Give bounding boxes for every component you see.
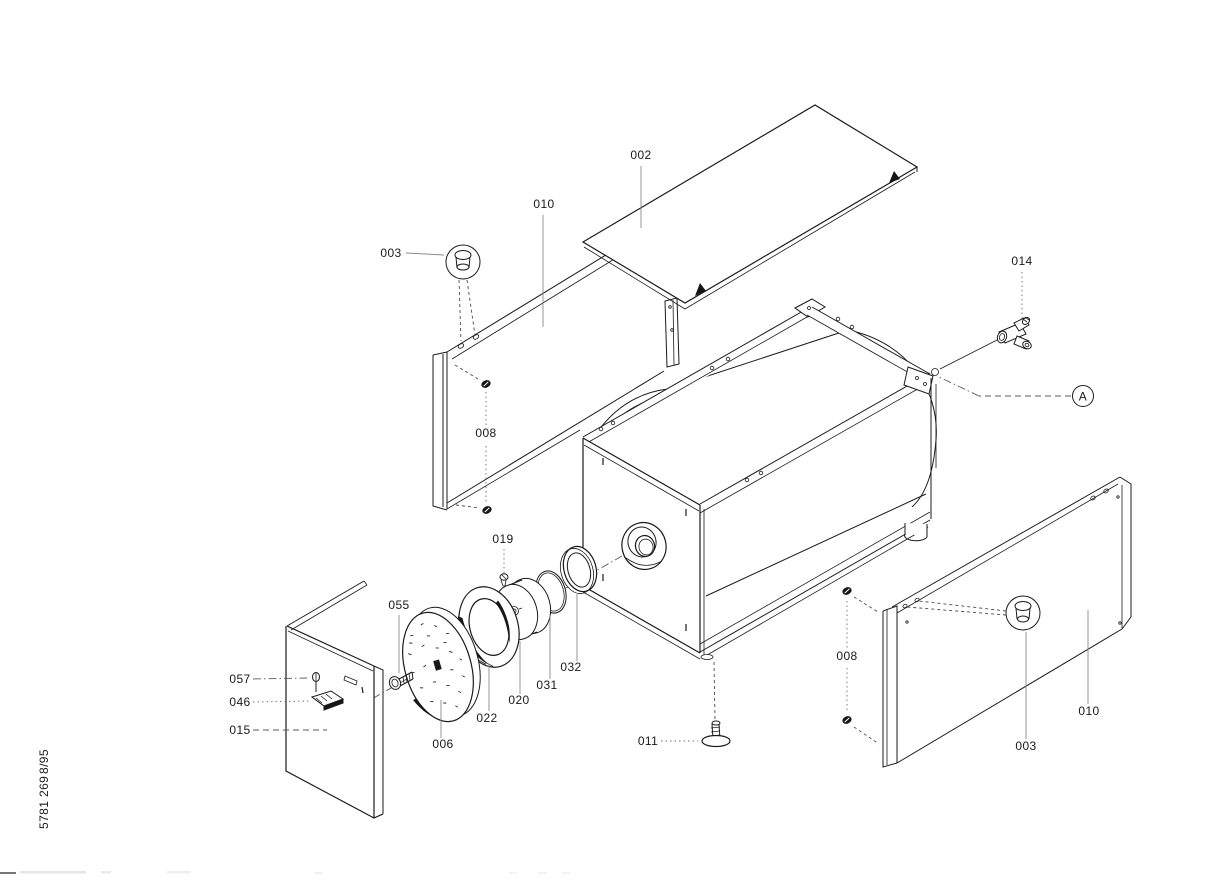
callouts: 002 010 003 008 014 019 055 057 046 015 … bbox=[229, 148, 1099, 753]
callout-057: 057 bbox=[229, 672, 250, 686]
blower-wheel-006 bbox=[402, 606, 481, 723]
frame-drum-assembly bbox=[582, 297, 939, 722]
detail-a-label: A bbox=[1079, 390, 1087, 404]
fitting-014 bbox=[939, 316, 1032, 370]
lid-tab-arrow bbox=[695, 283, 706, 296]
callout-022: 022 bbox=[476, 711, 497, 725]
screw-055 bbox=[388, 671, 414, 690]
callout-010-right: 010 bbox=[1078, 704, 1099, 718]
rail-bottom-right bbox=[699, 511, 931, 659]
callout-031: 031 bbox=[536, 678, 557, 692]
rail-rear-end bbox=[806, 306, 931, 383]
blower-parts bbox=[369, 545, 623, 723]
ring-032 bbox=[559, 545, 598, 594]
fasteners-008-left bbox=[454, 364, 492, 514]
bracket-046 bbox=[310, 690, 345, 711]
panel-right-010 bbox=[882, 476, 1132, 768]
callout-055: 055 bbox=[388, 598, 409, 612]
bracket-rear-right bbox=[903, 366, 939, 519]
callout-019: 019 bbox=[492, 532, 513, 546]
callout-003-right: 003 bbox=[1015, 739, 1036, 753]
callout-015: 015 bbox=[229, 723, 250, 737]
blower-port bbox=[621, 521, 667, 571]
fasteners-008-right bbox=[842, 587, 880, 745]
rail-top-right bbox=[699, 372, 931, 514]
panel-front-015 bbox=[285, 580, 384, 819]
callout-014: 014 bbox=[1011, 254, 1032, 268]
lid-002 bbox=[581, 104, 919, 310]
wheel-texture bbox=[408, 622, 466, 708]
foot-alignment-dash bbox=[713, 661, 716, 722]
scan-artifacts bbox=[0, 871, 570, 874]
frame-end-face bbox=[582, 437, 714, 660]
callout-003-left: 003 bbox=[380, 246, 401, 260]
callout-020: 020 bbox=[508, 693, 529, 707]
rail-top-left bbox=[582, 306, 816, 444]
doc-number-block: 5781 269 8/95 bbox=[37, 749, 51, 829]
doc-number: 5781 269 bbox=[37, 776, 51, 829]
foot-011 bbox=[701, 720, 731, 748]
frame-foot-rear bbox=[904, 523, 928, 542]
callout-010-left: 010 bbox=[533, 197, 554, 211]
callout-002: 002 bbox=[630, 148, 651, 162]
bracket-rear-left bbox=[794, 298, 826, 318]
panel-slot bbox=[343, 675, 358, 686]
panel-left-010 bbox=[432, 224, 665, 511]
screw-019 bbox=[499, 573, 509, 587]
detail-marker-a: A bbox=[936, 375, 1094, 407]
screw-003-left bbox=[445, 244, 481, 342]
screw-057 bbox=[312, 672, 320, 692]
callout-011: 011 bbox=[638, 734, 658, 748]
callout-008-right: 008 bbox=[836, 649, 857, 663]
bracket-front-post bbox=[664, 297, 680, 368]
lid-tab-arrow bbox=[889, 171, 900, 183]
callout-006: 006 bbox=[432, 737, 453, 751]
doc-revision: 8/95 bbox=[37, 749, 51, 774]
callout-008-left: 008 bbox=[475, 426, 496, 440]
callout-032: 032 bbox=[560, 660, 581, 674]
callout-046: 046 bbox=[229, 695, 250, 709]
screw-003-right bbox=[906, 595, 1041, 631]
